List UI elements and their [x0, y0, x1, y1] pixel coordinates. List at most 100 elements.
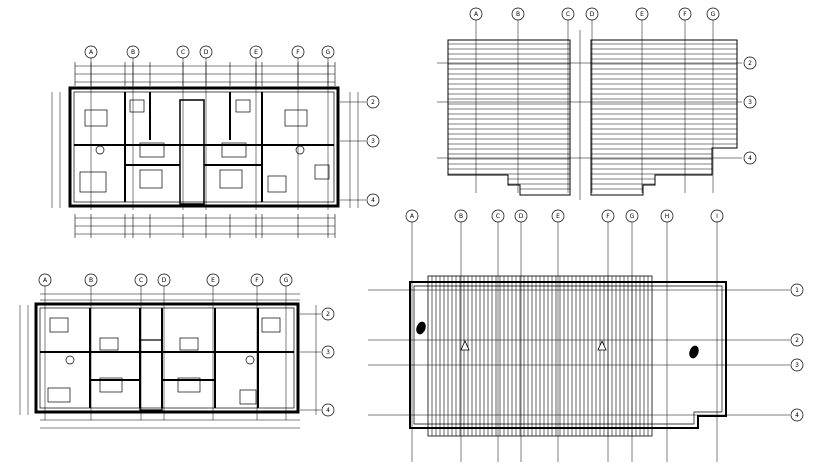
roof-outline-right	[590, 39, 738, 196]
grid-label: C	[181, 49, 185, 56]
floor-plan-upper	[51, 62, 359, 238]
slope-arrow-left	[460, 340, 470, 351]
grid-bubble-f: F	[250, 273, 264, 287]
roof-plan-upper	[447, 30, 738, 200]
grid-label: 2	[371, 99, 375, 106]
grid-label: 2	[795, 337, 799, 344]
grid-label: 3	[326, 349, 330, 356]
grid-label: F	[683, 11, 687, 18]
dimension-lines	[19, 293, 317, 429]
grid-label: H	[665, 213, 670, 220]
grid-label: G	[711, 11, 716, 18]
grid-bubble-a: A	[469, 7, 483, 21]
grid-label: D	[519, 213, 524, 220]
grid-label: E	[254, 49, 258, 56]
slope-arrow-right	[597, 340, 607, 351]
furniture	[79, 99, 330, 193]
grid-label: C	[139, 277, 143, 284]
grid-bubble-g: G	[706, 7, 720, 21]
dimension-lines-bottom	[75, 217, 335, 235]
grid-bubble-g: G	[321, 45, 335, 59]
dimension-lines-sides	[51, 92, 359, 208]
grid-bubble-b: B	[126, 45, 140, 59]
grid-horizontal-lines	[368, 289, 790, 416]
drain-symbol-right	[689, 345, 699, 359]
grid-label: 4	[795, 412, 799, 419]
grid-label: 2	[748, 60, 752, 67]
grid-label: D	[204, 49, 209, 56]
grid-bubble-c: C	[176, 45, 190, 59]
roof-sheeting-vertical	[431, 276, 649, 436]
grid-bubble-3: 3	[366, 134, 380, 148]
grid-bubble-g: G	[625, 209, 639, 223]
grid-bubble-e: E	[635, 7, 649, 21]
grid-label: 4	[748, 155, 752, 162]
grid-label: B	[131, 49, 135, 56]
grid-bubble-4: 4	[790, 408, 804, 422]
grid-bubble-4: 4	[366, 193, 380, 207]
grid-bubble-b: B	[84, 273, 98, 287]
grid-label: F	[606, 213, 610, 220]
grid-label: B	[516, 11, 520, 18]
roof-sheeting-horizontal	[448, 43, 737, 190]
outer-wall	[34, 302, 300, 414]
grid-bubble-e: E	[249, 45, 263, 59]
grid-label: F	[255, 277, 259, 284]
grid-bubble-c: C	[491, 209, 505, 223]
grid-bubble-2: 2	[790, 333, 804, 347]
inner-wall-line	[39, 307, 295, 409]
grid-bubble-4: 4	[321, 403, 335, 417]
grid-bubble-f: F	[678, 7, 692, 21]
central-stair	[179, 99, 205, 205]
grid-bubble-2: 2	[743, 56, 757, 70]
floor-plan-lower	[19, 293, 317, 429]
grid-bubble-a: A	[405, 209, 419, 223]
grid-bubble-3: 3	[743, 95, 757, 109]
grid-label: 3	[748, 99, 752, 106]
roof-plan-lower	[368, 275, 790, 437]
grid-bubble-e: E	[551, 209, 565, 223]
furniture	[47, 317, 281, 405]
grid-label: G	[630, 213, 635, 220]
outer-wall	[68, 86, 340, 208]
grid-bubble-f: F	[601, 209, 615, 223]
roof-outline-left	[447, 39, 571, 196]
grid-bubble-1: 1	[790, 283, 804, 297]
grid-bubble-d: D	[514, 209, 528, 223]
dimension-ticks	[74, 62, 336, 238]
grid-label: 3	[371, 138, 375, 145]
dimension-lines-top	[75, 65, 335, 83]
grid-label: I	[716, 213, 718, 220]
grid-bubble-4: 4	[743, 151, 757, 165]
roof-outline-outer	[409, 281, 727, 429]
grid-label: 2	[326, 311, 330, 318]
grid-label: 1	[795, 287, 799, 294]
grid-bubble-b: B	[454, 209, 468, 223]
grid-label: 4	[371, 197, 375, 204]
grid-bubble-d: D	[585, 7, 599, 21]
grid-label: G	[284, 277, 289, 284]
grid-bubble-g: G	[279, 273, 293, 287]
drain-symbol-left	[416, 321, 426, 335]
grid-label: G	[326, 49, 331, 56]
grid-label: A	[410, 213, 415, 220]
grid-bubble-c: C	[134, 273, 148, 287]
grid-label: D	[162, 277, 167, 284]
grid-label: E	[211, 277, 215, 284]
grid-label: A	[43, 277, 48, 284]
grid-bubble-3: 3	[321, 345, 335, 359]
grid-bubble-b: B	[511, 7, 525, 21]
grid-label: E	[640, 11, 644, 18]
central-stair	[139, 339, 163, 411]
grid-bubble-c: C	[561, 7, 575, 21]
grid-bubble-h: H	[660, 209, 674, 223]
grid-label: 3	[795, 362, 799, 369]
roof-outline-inner	[413, 285, 723, 425]
grid-label: 4	[326, 407, 330, 414]
grid-label: B	[89, 277, 93, 284]
grid-label: D	[590, 11, 595, 18]
grid-label: E	[556, 213, 560, 220]
